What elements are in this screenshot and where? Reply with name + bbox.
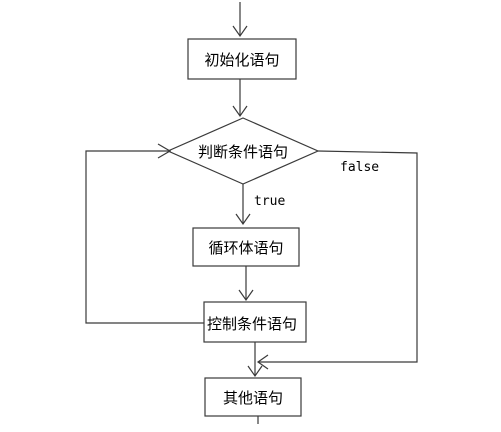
other-label: 其他语句: [223, 389, 283, 407]
control-box: [203, 301, 307, 343]
arrow-true: [235, 184, 251, 226]
condition-diamond: 判断条件语句: [166, 117, 320, 185]
loop-back-arrow: [85, 143, 204, 324]
false-label: false: [340, 160, 379, 175]
other-box: 其他语句: [204, 377, 302, 417]
arrow-init-to-condition: [232, 79, 248, 118]
body-label: 循环体语句: [208, 239, 283, 257]
init-label: 初始化语句: [204, 51, 279, 69]
arrow-control-to-other: [247, 342, 263, 378]
control-label: 控制条件语句: [207, 315, 297, 333]
arrow-false: [256, 150, 418, 370]
condition-label: 判断条件语句: [198, 143, 288, 161]
true-label: true: [254, 194, 285, 209]
init-box: 初始化语句: [187, 38, 297, 80]
entry-arrow: [232, 2, 248, 38]
body-box: 循环体语句: [192, 227, 300, 267]
arrow-body-to-control: [238, 266, 254, 302]
